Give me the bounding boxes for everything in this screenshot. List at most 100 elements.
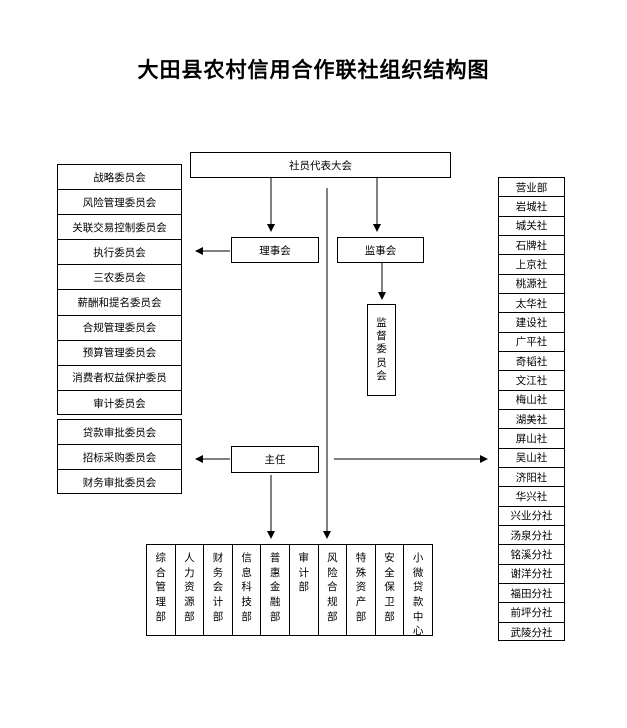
branch-item: 湖美社 — [499, 410, 564, 430]
department-char: 部 — [327, 610, 338, 623]
department-item: 风险合规部 — [319, 545, 348, 635]
department-char: 会 — [212, 581, 224, 594]
department-char: 心 — [412, 625, 424, 638]
department-char: 保 — [384, 581, 395, 594]
branch-item: 华兴社 — [499, 487, 564, 507]
director-box: 主任 — [231, 446, 319, 473]
department-label: 风险合规部 — [327, 551, 338, 635]
department-char: 普 — [269, 552, 281, 564]
department-char: 信 — [241, 552, 252, 564]
supervision-committee-box: 监督委员会 — [367, 304, 396, 396]
supervision-committee-char: 委 — [376, 343, 387, 356]
department-char: 技 — [241, 596, 252, 609]
director-committees-list: 贷款审批委员会招标采购委员会财务审批委员会 — [57, 419, 182, 494]
department-char: 部 — [384, 610, 395, 623]
branch-item: 汤泉分社 — [499, 526, 564, 546]
assembly-label: 社员代表大会 — [289, 159, 352, 172]
department-char: 计 — [298, 566, 310, 579]
board-committee-item: 审计委员会 — [93, 397, 146, 410]
department-char: 合 — [155, 566, 167, 579]
director-label: 主任 — [264, 454, 286, 466]
assembly-box: 社员代表大会 — [190, 152, 451, 178]
branch-item: 岩城社 — [499, 197, 564, 217]
department-char: 款 — [412, 596, 424, 609]
department-item: 普惠金融部 — [261, 545, 290, 635]
department-char: 资 — [355, 581, 367, 594]
branch-item: 太华社 — [499, 294, 564, 314]
department-char: 安 — [384, 552, 395, 564]
department-char: 综 — [155, 552, 167, 564]
department-item: 综合管理部 — [147, 545, 176, 635]
branch-item: 奇韬社 — [499, 352, 564, 372]
department-char: 金 — [269, 581, 281, 594]
department-char: 人 — [184, 552, 195, 564]
board-committees-list: 战略委员会风险管理委员会关联交易控制委员会执行委员会三农委员会薪酬和提名委员会合… — [57, 164, 182, 415]
department-char: 特 — [355, 552, 367, 564]
branch-item: 文江社 — [499, 371, 564, 391]
department-label: 特殊资产部 — [356, 551, 367, 635]
board-committee-item: 预算管理委员会 — [58, 341, 181, 366]
department-char: 部 — [155, 610, 167, 623]
board-committee-item: 合规管理委员会 — [58, 316, 181, 341]
department-char: 微 — [412, 566, 424, 579]
department-char: 殊 — [355, 566, 367, 579]
director-committee-item: 财务审批委员会 — [82, 477, 157, 489]
department-char: 审 — [298, 552, 310, 564]
supervision-committee-char: 会 — [376, 369, 387, 382]
branches-list: 营业部岩城社城关社石牌社上京社桃源社太华社建设社广平社奇韬社文江社梅山社湖美社屏… — [498, 177, 565, 641]
department-char: 计 — [212, 596, 224, 609]
departments-row: 综合管理部人力资源部财务会计部信息科技部普惠金融部审计部风险合规部特殊资产部安全… — [146, 544, 433, 637]
department-char: 贷 — [412, 581, 424, 594]
department-char: 部 — [212, 610, 224, 623]
director-committee-item: 贷款审批委员会 — [58, 420, 181, 445]
department-char: 管 — [155, 581, 167, 594]
branch-item: 福田分社 — [499, 584, 564, 604]
board-committee-item: 关联交易控制委员会 — [58, 215, 181, 241]
branch-item: 石牌社 — [499, 236, 564, 256]
department-item: 财务会计部 — [204, 545, 233, 635]
branch-item: 兴业分社 — [499, 507, 564, 526]
department-char: 部 — [269, 610, 281, 623]
supervisors-label: 监事会 — [364, 244, 397, 257]
department-label: 人力资源部 — [184, 551, 195, 635]
branch-item: 建设社 — [499, 313, 564, 333]
department-char: 险 — [327, 566, 338, 579]
department-label: 综合管理部 — [156, 551, 167, 635]
department-char: 息 — [241, 566, 252, 579]
department-char: 小 — [412, 552, 424, 564]
branch-item: 城关社 — [499, 217, 564, 236]
supervision-committee-char: 员 — [376, 356, 387, 369]
branch-item: 武陵分社 — [510, 626, 553, 639]
department-label: 小微贷款中心 — [412, 551, 424, 637]
department-item: 信息科技部 — [233, 545, 262, 635]
supervision-committee-char: 监 — [376, 317, 387, 330]
department-item: 审计部 — [290, 545, 319, 635]
department-char: 力 — [184, 566, 195, 579]
board-committee-item: 三农委员会 — [58, 265, 181, 291]
department-char: 合 — [327, 581, 338, 594]
department-char: 部 — [241, 610, 252, 623]
branch-item: 前坪分社 — [499, 603, 564, 623]
branch-item: 铭溪分社 — [499, 545, 564, 565]
department-label: 财务会计部 — [213, 551, 224, 635]
department-char: 理 — [155, 596, 167, 609]
department-item: 特殊资产部 — [347, 545, 376, 635]
branch-item: 梅山社 — [499, 391, 564, 410]
board-committee-item: 风险管理委员会 — [58, 190, 181, 216]
department-char: 中 — [412, 610, 424, 623]
department-label: 信息科技部 — [241, 551, 252, 635]
supervision-committee-char: 督 — [376, 330, 387, 343]
branch-item: 营业部 — [499, 178, 564, 198]
board-committee-item: 薪酬和提名委员会 — [58, 290, 181, 316]
department-char: 风 — [327, 552, 338, 564]
department-char: 产 — [355, 596, 367, 609]
department-char: 全 — [384, 566, 395, 579]
department-char: 资 — [184, 581, 195, 594]
board-committee-item: 战略委员会 — [58, 165, 181, 191]
department-char: 科 — [241, 581, 252, 594]
department-label: 审计部 — [299, 551, 310, 635]
department-item: 人力资源部 — [176, 545, 205, 635]
supervisors-box: 监事会 — [337, 237, 424, 263]
branch-item: 上京社 — [499, 255, 564, 275]
